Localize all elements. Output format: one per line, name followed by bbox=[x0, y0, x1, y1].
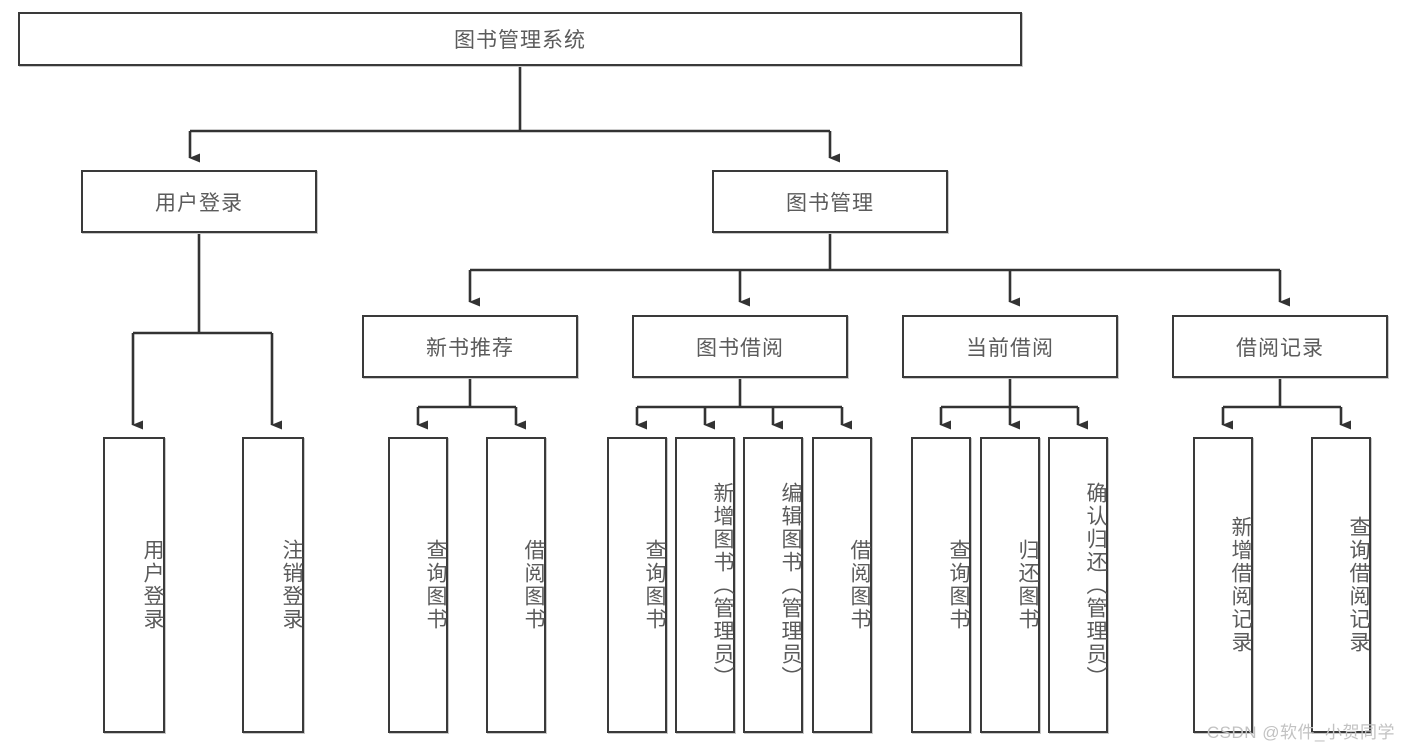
node-current-borrow-label: 当前借阅 bbox=[966, 336, 1054, 360]
node-leaf-add-record-label: 新增借阅记录 bbox=[1229, 516, 1252, 654]
node-borrow-record-label: 借阅记录 bbox=[1236, 336, 1324, 360]
node-user-login[interactable]: 用户登录 bbox=[81, 170, 317, 233]
watermark: CSDN @软件_小贺同学 bbox=[1206, 723, 1395, 742]
node-leaf-edit-book[interactable]: 编辑图书（管理员） bbox=[743, 437, 803, 733]
node-book-management[interactable]: 图书管理 bbox=[712, 170, 948, 233]
node-leaf-query-book-3-label: 查询图书 bbox=[947, 539, 970, 631]
node-book-management-label: 图书管理 bbox=[786, 191, 874, 215]
node-leaf-confirm-return[interactable]: 确认归还（管理员） bbox=[1048, 437, 1108, 733]
node-leaf-borrow-book-2[interactable]: 借阅图书 bbox=[812, 437, 872, 733]
node-leaf-logout[interactable]: 注销登录 bbox=[242, 437, 304, 733]
node-leaf-add-book-label: 新增图书（管理员） bbox=[711, 481, 734, 689]
node-leaf-return-book[interactable]: 归还图书 bbox=[980, 437, 1040, 733]
node-leaf-user-login-label: 用户登录 bbox=[141, 539, 164, 631]
node-root-label: 图书管理系统 bbox=[454, 29, 586, 52]
node-leaf-query-book-1-label: 查询图书 bbox=[424, 539, 447, 631]
node-current-borrow[interactable]: 当前借阅 bbox=[902, 315, 1118, 378]
node-leaf-borrow-book-1[interactable]: 借阅图书 bbox=[486, 437, 546, 733]
node-leaf-add-record[interactable]: 新增借阅记录 bbox=[1193, 437, 1253, 733]
node-leaf-borrow-book-2-label: 借阅图书 bbox=[848, 539, 871, 631]
node-new-book-recommend[interactable]: 新书推荐 bbox=[362, 315, 578, 378]
node-leaf-edit-book-label: 编辑图书（管理员） bbox=[779, 481, 802, 689]
node-leaf-query-record[interactable]: 查询借阅记录 bbox=[1311, 437, 1371, 733]
node-leaf-query-book-2-label: 查询图书 bbox=[643, 539, 666, 631]
node-leaf-logout-label: 注销登录 bbox=[280, 539, 303, 631]
node-leaf-user-login[interactable]: 用户登录 bbox=[103, 437, 165, 733]
node-leaf-query-book-3[interactable]: 查询图书 bbox=[911, 437, 971, 733]
node-leaf-borrow-book-1-label: 借阅图书 bbox=[522, 539, 545, 631]
node-book-borrow-label: 图书借阅 bbox=[696, 336, 784, 360]
node-leaf-return-book-label: 归还图书 bbox=[1016, 539, 1039, 631]
node-leaf-confirm-return-label: 确认归还（管理员） bbox=[1084, 481, 1107, 689]
node-leaf-query-book-2[interactable]: 查询图书 bbox=[607, 437, 667, 733]
node-book-borrow[interactable]: 图书借阅 bbox=[632, 315, 848, 378]
node-leaf-query-record-label: 查询借阅记录 bbox=[1347, 516, 1370, 654]
node-new-book-recommend-label: 新书推荐 bbox=[426, 336, 514, 360]
node-leaf-add-book[interactable]: 新增图书（管理员） bbox=[675, 437, 735, 733]
node-borrow-record[interactable]: 借阅记录 bbox=[1172, 315, 1388, 378]
node-leaf-query-book-1[interactable]: 查询图书 bbox=[388, 437, 448, 733]
node-user-login-label: 用户登录 bbox=[155, 191, 243, 215]
node-root[interactable]: 图书管理系统 bbox=[18, 12, 1022, 66]
